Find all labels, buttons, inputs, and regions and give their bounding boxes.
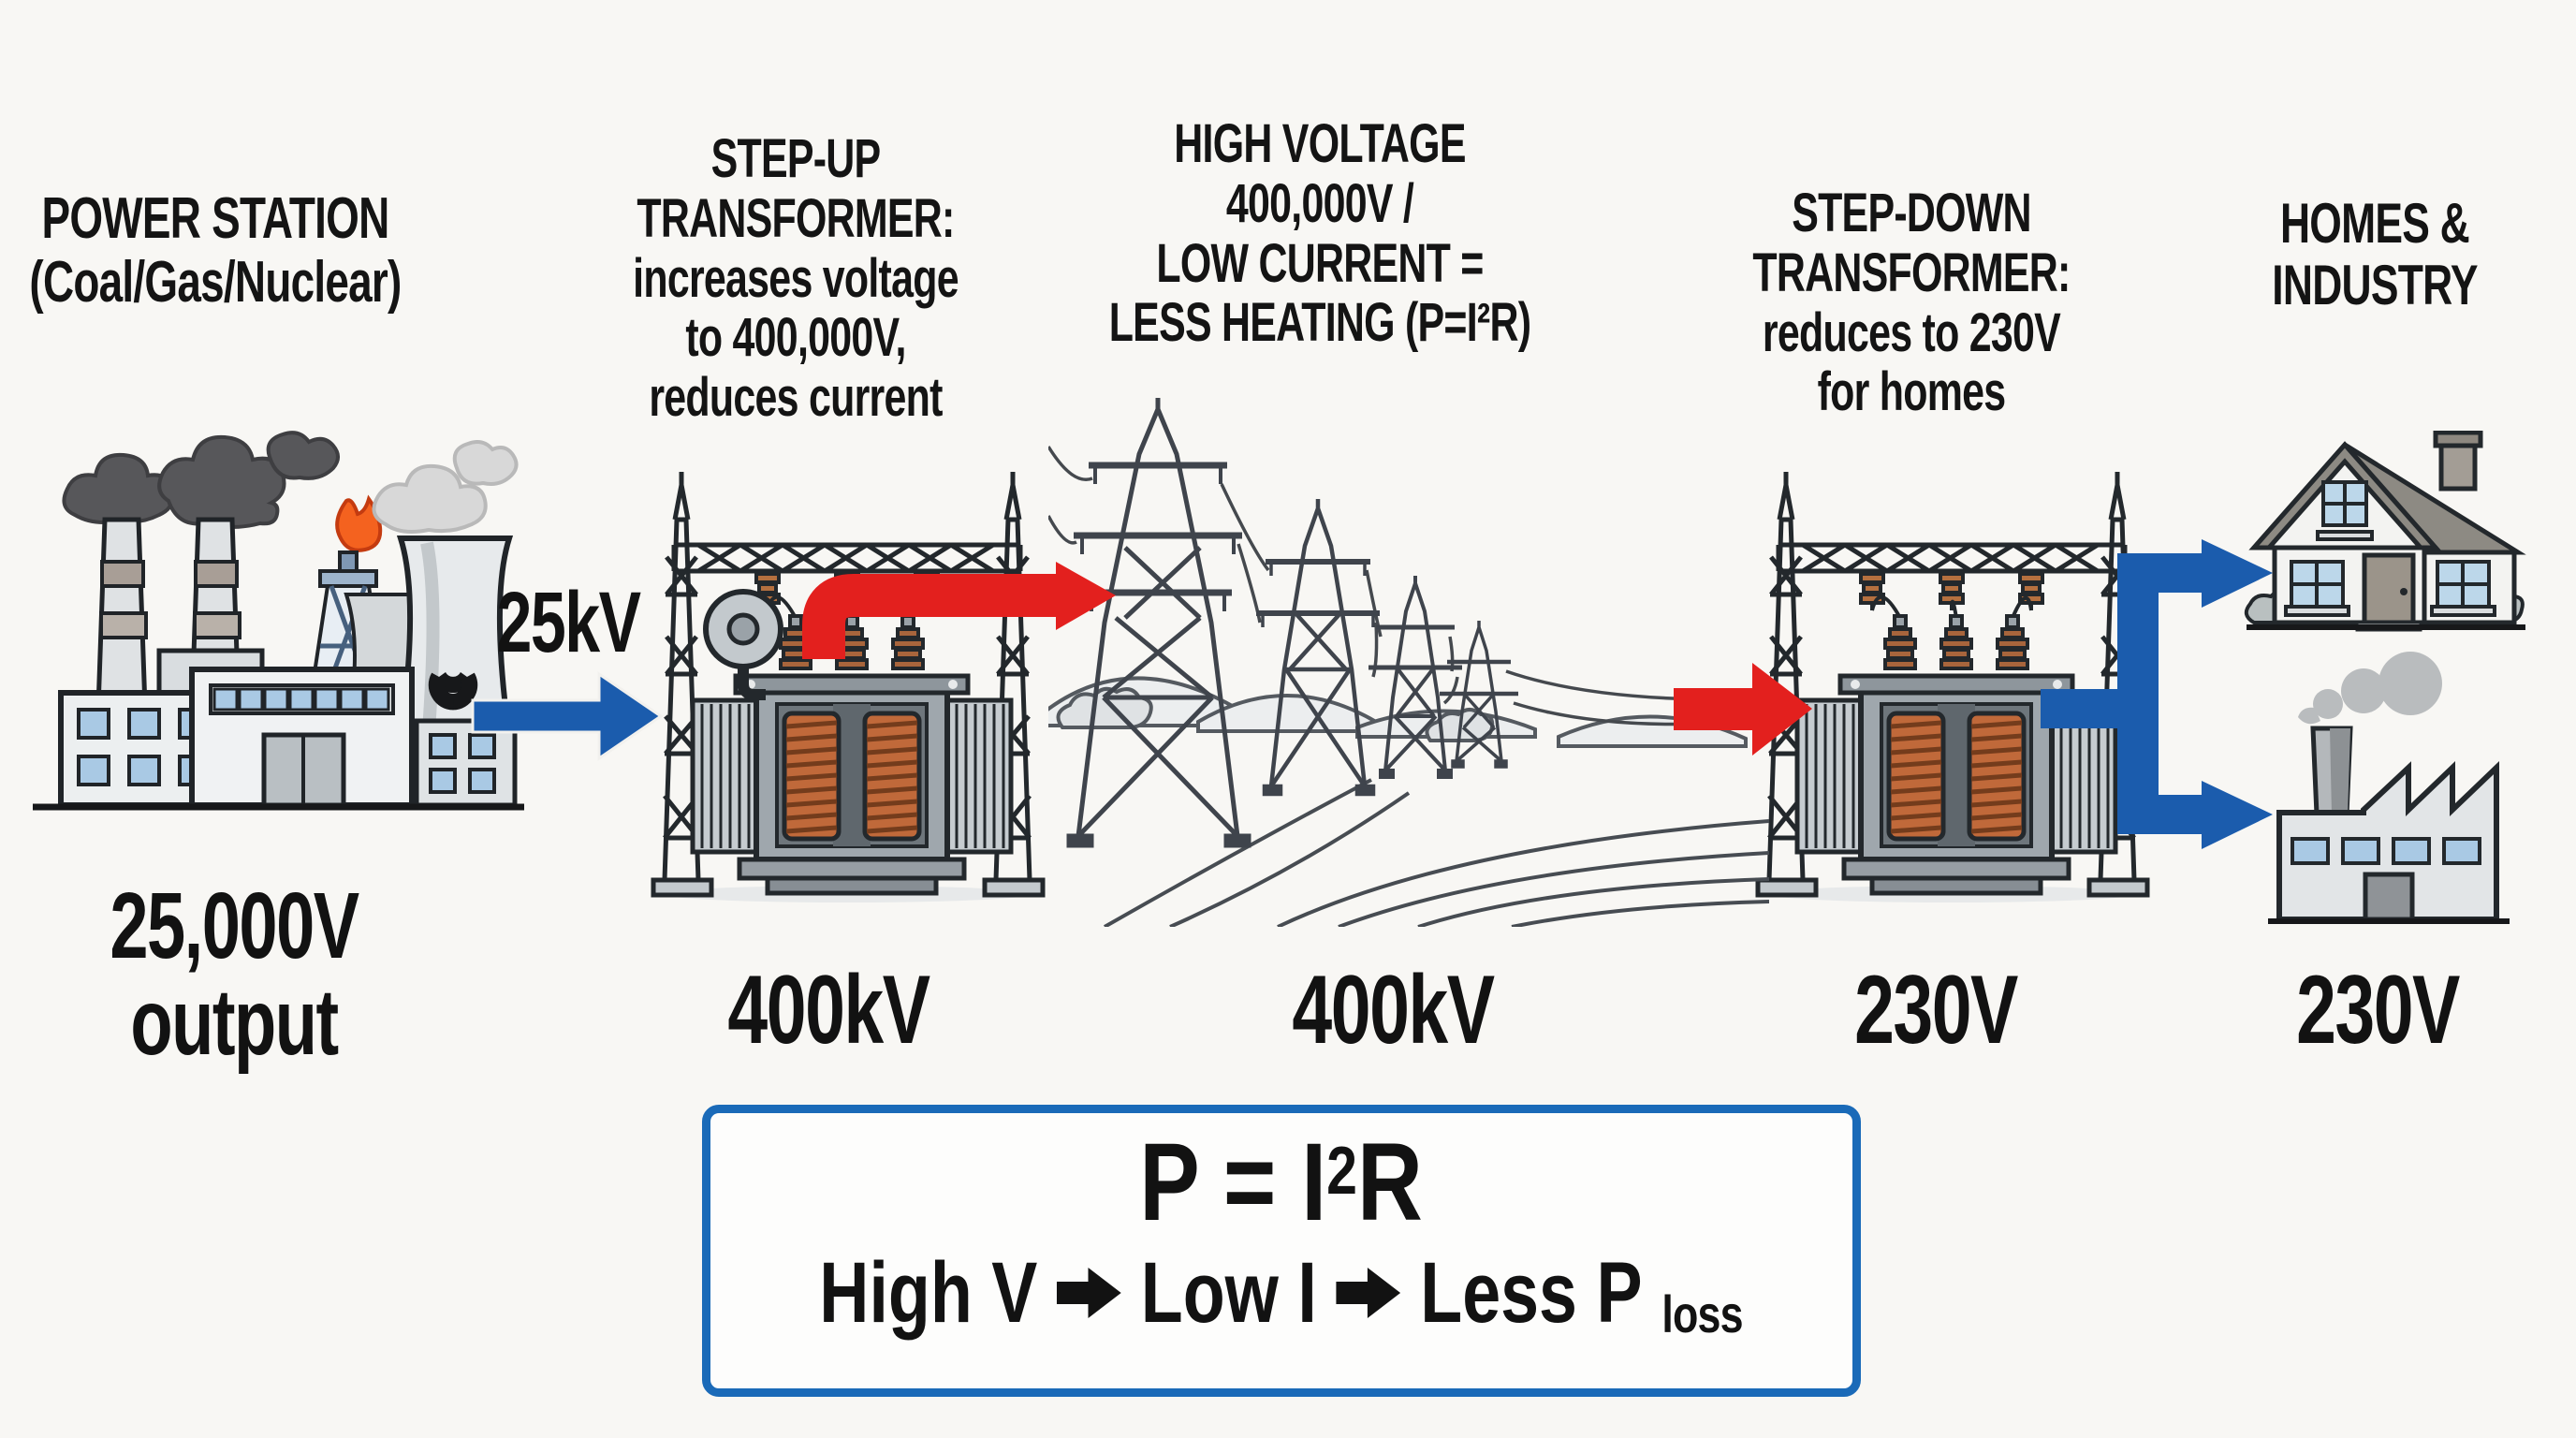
title-line: INDUSTRY [2272, 254, 2478, 316]
exponent: 2 [1326, 1134, 1358, 1209]
stepdown-voltage-label: 230V [1854, 956, 2018, 1064]
title-line: LOW CURRENT = [1156, 232, 1484, 294]
field-lines [1104, 778, 1769, 927]
power-station-title: POWER STATION (Coal/Gas/Nuclear) [29, 186, 402, 315]
distribution-lines [2041, 539, 2273, 849]
window-icon [2284, 560, 2350, 617]
arrow-station-to-stepup [471, 671, 664, 761]
feed-voltage-label: 25kV [496, 575, 641, 670]
title-line: reduces current [649, 367, 943, 429]
flow-statement: High V Low I Less P loss [819, 1244, 1744, 1343]
chimney-icon [2433, 431, 2483, 492]
title-line: TRANSFORMER: [1752, 242, 2071, 303]
pylon-icon [1256, 499, 1380, 797]
roof-icon [2248, 441, 2441, 550]
title-line: STEP-UP [710, 128, 882, 189]
title-line: POWER STATION [41, 186, 389, 251]
flow-part: Less P [1420, 1244, 1643, 1341]
title-line: STEP-DOWN [1792, 183, 2031, 243]
factory-building [2276, 760, 2499, 922]
factory-illustration [2261, 646, 2518, 927]
subscript-loss: loss [1661, 1284, 1744, 1343]
step-down-transformer-title: STEP-DOWN TRANSFORMER: reduces to 230V f… [1752, 183, 2071, 423]
steam-icon [372, 440, 519, 534]
plant-building-icon [189, 667, 415, 808]
smoke-dark-icon [62, 431, 340, 529]
title-line: for homes [1817, 361, 2007, 423]
step-up-transformer-illustration [646, 468, 1048, 903]
flow-part: High V [819, 1244, 1038, 1341]
station-output-label: 25,000V output [110, 873, 359, 1075]
stepup-voltage-label: 400kV [727, 956, 930, 1064]
arrow-stepup-to-grid [802, 562, 1116, 659]
title-line: 400,000V / [1225, 172, 1414, 234]
title-line: to 400,000V, [685, 307, 906, 369]
title-line: (Coal/Gas/Nuclear) [29, 250, 402, 315]
high-voltage-title: HIGH VOLTAGE 400,000V / LOW CURRENT = LE… [1109, 114, 1531, 353]
window-icon [2430, 560, 2496, 617]
flow-part: Low I [1141, 1244, 1318, 1341]
power-station-illustration [19, 412, 534, 824]
formula-box: P = I2R High V Low I Less P loss [702, 1105, 1861, 1397]
arrow-to-house [2202, 539, 2273, 608]
step-up-transformer-title: STEP-UP TRANSFORMER: increases voltage t… [633, 129, 959, 428]
transmission-pylons-illustration [1048, 389, 1769, 927]
power-loss-equation: P = I2R [1139, 1121, 1424, 1244]
house-illustration [2237, 431, 2532, 632]
right-arrow-icon [1337, 1268, 1401, 1319]
title-line: LESS HEATING (P=I²R) [1108, 292, 1531, 354]
title-line: reduces to 230V [1762, 301, 2061, 363]
smoke-icon [2298, 652, 2442, 725]
window-icon [2316, 480, 2374, 541]
window-icon [2291, 837, 2481, 865]
disc-insulator-icon [703, 589, 783, 700]
pylon-icon [1368, 576, 1462, 779]
pylon-icon [1440, 621, 1518, 769]
title-line: HOMES & [2279, 192, 2470, 255]
arrow-grid-to-stepdown [1674, 663, 1812, 756]
flame-icon [335, 494, 383, 552]
arrow-to-factory [2202, 781, 2273, 849]
title-line: increases voltage [633, 247, 959, 309]
plant-building-icon [414, 718, 518, 808]
door-icon [2363, 872, 2415, 922]
window-icon [429, 733, 496, 794]
grid-voltage-label: 400kV [1292, 956, 1495, 1064]
title-line: TRANSFORMER: [637, 187, 955, 249]
title-line: HIGH VOLTAGE [1174, 113, 1466, 174]
homes-voltage-label: 230V [2296, 956, 2460, 1064]
homes-industry-title: HOMES & INDUSTRY [2272, 192, 2478, 316]
right-arrow-icon [1057, 1268, 1122, 1319]
window-icon [212, 687, 390, 712]
